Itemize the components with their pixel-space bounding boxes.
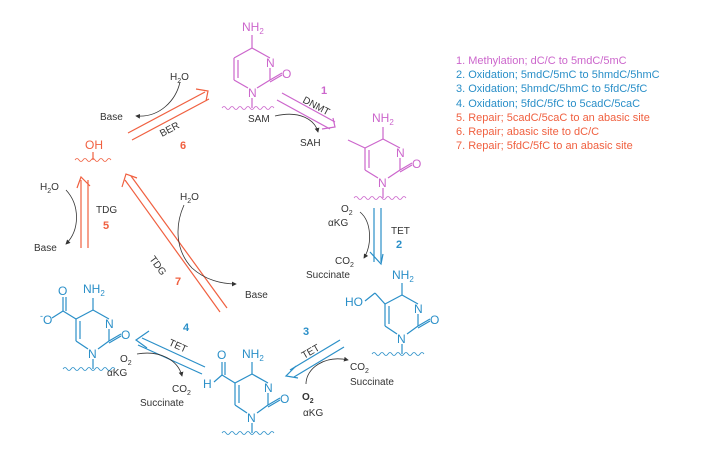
step-1-product-sah: SAH xyxy=(300,138,321,149)
step-1-number: 1 xyxy=(321,85,327,97)
atom-o: O xyxy=(217,348,226,362)
step-1-enzyme: DNMT xyxy=(301,95,332,118)
molecule-abasic-site: OH xyxy=(74,138,112,162)
atom-n: N xyxy=(396,146,405,160)
legend: 1. Methylation; dC/C to 5mdC/5mC 2. Oxid… xyxy=(456,54,660,153)
step-6-water: H2O xyxy=(170,72,189,85)
atom-oh: OH xyxy=(85,138,103,152)
step-7-enzyme: TDG xyxy=(147,254,168,278)
atom-nh2: NH2 xyxy=(242,20,264,36)
molecule-cytosine xyxy=(221,35,283,110)
step-4-akg: αKG xyxy=(107,368,127,379)
atom-n: N xyxy=(248,86,257,100)
step-2-co2: CO2 xyxy=(335,256,354,269)
step-4-enzyme: TET xyxy=(167,338,189,356)
molecule-5-hydroxymethylcytosine xyxy=(364,283,431,356)
molecule-5-methylcytosine xyxy=(347,127,413,200)
step-6-repair-arrow xyxy=(127,88,210,141)
legend-item-4: 4. Oxidation; 5fdC/5fC to 5cadC/5caC xyxy=(456,97,641,110)
legend-item-7: 7. Repair; 5fdC/5fC to an abasic site xyxy=(456,140,633,153)
atom-nh2: NH2 xyxy=(372,111,394,127)
step-5-repair-arrow xyxy=(76,175,91,248)
step-3-o2: O2 xyxy=(302,392,314,405)
atom-n: N xyxy=(247,411,256,425)
step-2-oxidation-arrow xyxy=(369,208,384,266)
step-5-enzyme: TDG xyxy=(96,205,117,216)
atom-h: H xyxy=(203,377,212,391)
step-4-number: 4 xyxy=(183,322,190,334)
atom-n: N xyxy=(88,347,97,361)
step-7-base: Base xyxy=(245,290,268,301)
legend-item-1: 1. Methylation; dC/C to 5mdC/5mC xyxy=(456,55,627,67)
legend-item-3: 3. Oxidation; 5hmdC/5hmC to 5fdC/5fC xyxy=(456,83,648,96)
step-2-akg: αKG xyxy=(328,218,348,229)
step-3-enzyme: TET xyxy=(300,343,322,362)
step-6-number: 6 xyxy=(180,140,186,152)
step-5-base: Base xyxy=(34,243,57,254)
atom-nh2: NH2 xyxy=(242,347,264,363)
step-7-water: H2O xyxy=(180,192,199,205)
atom-o-minus: -O xyxy=(40,311,52,327)
atom-n: N xyxy=(414,302,423,316)
molecule-5-formylcytosine xyxy=(213,362,281,435)
step-3-co2: CO2 xyxy=(350,362,369,375)
atom-n: N xyxy=(397,332,406,346)
atom-o: O xyxy=(58,284,67,298)
atom-ho: HO xyxy=(345,295,363,309)
step-3-oxidation-arrow xyxy=(284,339,345,379)
step-2-number: 2 xyxy=(396,239,402,251)
legend-item-6: 6. Repair; abasic site to dC/C xyxy=(456,126,600,139)
atom-o: O xyxy=(121,328,130,342)
atom-o: O xyxy=(280,392,289,406)
legend-item-5: 5. Repair; 5cadC/5caC to an abasic site xyxy=(456,111,650,124)
step-6-enzyme: BER xyxy=(158,120,181,139)
step-4-co2: CO2 xyxy=(172,384,191,397)
step-2-succinate: Succinate xyxy=(306,270,350,281)
legend-item-2: 2. Oxidation; 5mdC/5mC to 5hmdC/5hmC xyxy=(456,69,660,82)
step-3-number: 3 xyxy=(303,326,309,338)
atom-nh2: NH2 xyxy=(83,282,105,298)
step-4-succinate: Succinate xyxy=(140,398,184,409)
step-1-methylation-arrow xyxy=(276,92,336,130)
atom-n: N xyxy=(105,317,114,331)
step-4-o2: O2 xyxy=(120,354,132,367)
atom-o: O xyxy=(282,67,291,81)
step-1-cosubstrate-sam: SAM xyxy=(248,114,270,125)
step-3-succinate: Succinate xyxy=(350,377,394,388)
step-6-base: Base xyxy=(100,112,123,123)
atom-n: N xyxy=(266,56,275,70)
step-3-akg: αKG xyxy=(303,408,323,419)
atom-nh2: NH2 xyxy=(392,268,414,284)
step-2-o2: O2 xyxy=(341,204,353,217)
molecule-5-carboxylcytosine xyxy=(51,297,122,371)
atom-o: O xyxy=(412,157,421,171)
atom-o: O xyxy=(430,313,439,327)
step-5-water: H2O xyxy=(40,182,59,195)
atom-n: N xyxy=(378,176,387,190)
step-7-repair-arrow xyxy=(121,173,228,313)
atom-n: N xyxy=(264,381,273,395)
step-5-number: 5 xyxy=(103,220,109,232)
step-7-number: 7 xyxy=(175,276,181,288)
step-2-enzyme: TET xyxy=(391,226,410,237)
